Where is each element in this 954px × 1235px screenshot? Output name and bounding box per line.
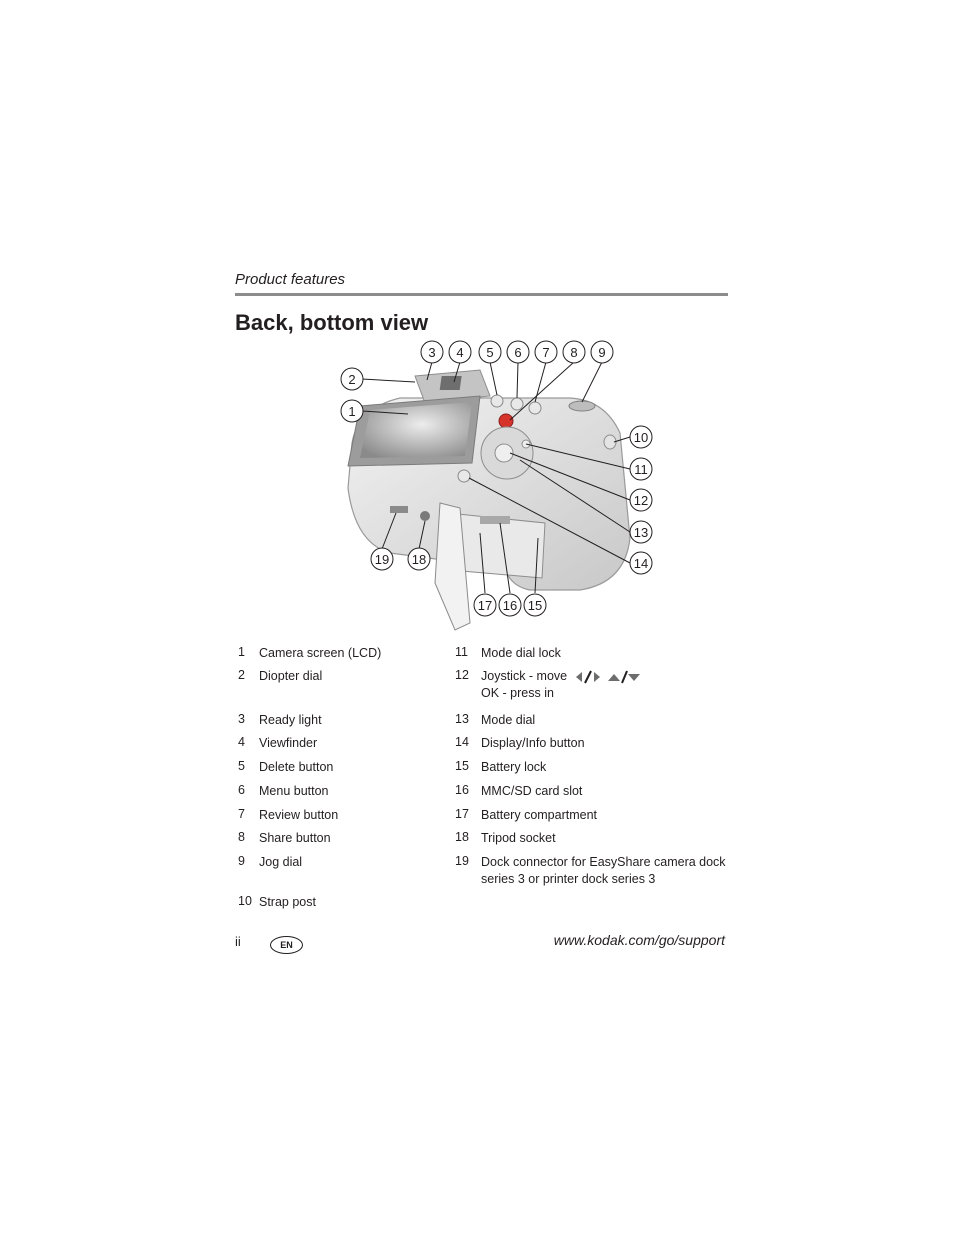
menu-button-shape	[510, 397, 524, 411]
delete-button-shape	[490, 394, 504, 408]
svg-text:2: 2	[348, 372, 355, 387]
callout-2: 2	[340, 367, 364, 391]
tripod-socket-shape	[420, 511, 430, 521]
svg-text:16: 16	[503, 598, 517, 613]
callout-8: 8	[562, 340, 586, 364]
svg-text:13: 13	[634, 525, 648, 540]
callout-9: 9	[590, 340, 614, 364]
callout-14: 14	[629, 551, 653, 575]
svg-text:17: 17	[478, 598, 492, 613]
display-button-shape	[457, 469, 471, 483]
callout-4: 4	[448, 340, 472, 364]
callout-15: 15	[523, 593, 547, 617]
legend-item-12: 12 Joystick - move OK - press in	[455, 668, 706, 702]
svg-text:9: 9	[598, 345, 605, 360]
card-slot-shape	[480, 516, 510, 524]
callout-1: 1	[340, 399, 364, 423]
jog-dial-shape	[568, 400, 596, 412]
battery-door-shape	[434, 502, 471, 631]
callout-11: 11	[629, 457, 653, 481]
joystick-shape	[494, 443, 514, 463]
svg-text:8: 8	[570, 345, 577, 360]
legend-item-19: 19 Dock connector for EasyShare camera d…	[455, 854, 726, 886]
share-button-shape	[498, 413, 514, 429]
strap-post-shape	[603, 434, 617, 450]
page-number: ii	[235, 934, 241, 949]
svg-text:15: 15	[528, 598, 542, 613]
svg-text:5: 5	[486, 345, 493, 360]
svg-text:7: 7	[542, 345, 549, 360]
svg-text:3: 3	[428, 345, 435, 360]
callout-19: 19	[370, 547, 394, 571]
callout-6: 6	[506, 340, 530, 364]
callout-3: 3	[420, 340, 444, 364]
callout-10: 10	[629, 425, 653, 449]
page-title: Back, bottom view	[235, 310, 429, 335]
svg-text:1: 1	[348, 404, 355, 419]
camera-back-illustration: 1 2 3 4 5 6 7 8 9 10 11 12 13 14 15 16 1…	[340, 340, 653, 631]
svg-text:11: 11	[634, 462, 648, 477]
svg-text:10: 10	[634, 430, 648, 445]
joystick-arrows-icon	[575, 669, 642, 685]
language-badge: EN	[270, 936, 303, 954]
svg-text:18: 18	[412, 552, 426, 567]
callout-5: 5	[478, 340, 502, 364]
dock-connector-shape	[390, 506, 408, 513]
svg-text:6: 6	[514, 345, 521, 360]
header-rule	[235, 293, 728, 296]
running-header: Product features	[235, 271, 346, 288]
support-link[interactable]: www.kodak.com/go/support	[553, 932, 725, 948]
callout-18: 18	[407, 547, 431, 571]
callout-16: 16	[498, 593, 522, 617]
svg-text:14: 14	[634, 556, 648, 571]
callout-leaders	[361, 361, 631, 594]
callout-13: 13	[629, 520, 653, 544]
callout-17: 17	[473, 593, 497, 617]
svg-text:12: 12	[634, 493, 648, 508]
lcd-screen	[360, 402, 472, 458]
review-button-shape	[528, 401, 542, 415]
svg-text:4: 4	[456, 345, 463, 360]
callout-12: 12	[629, 488, 653, 512]
svg-text:19: 19	[375, 552, 389, 567]
viewfinder-window	[439, 376, 462, 390]
callout-7: 7	[534, 340, 558, 364]
